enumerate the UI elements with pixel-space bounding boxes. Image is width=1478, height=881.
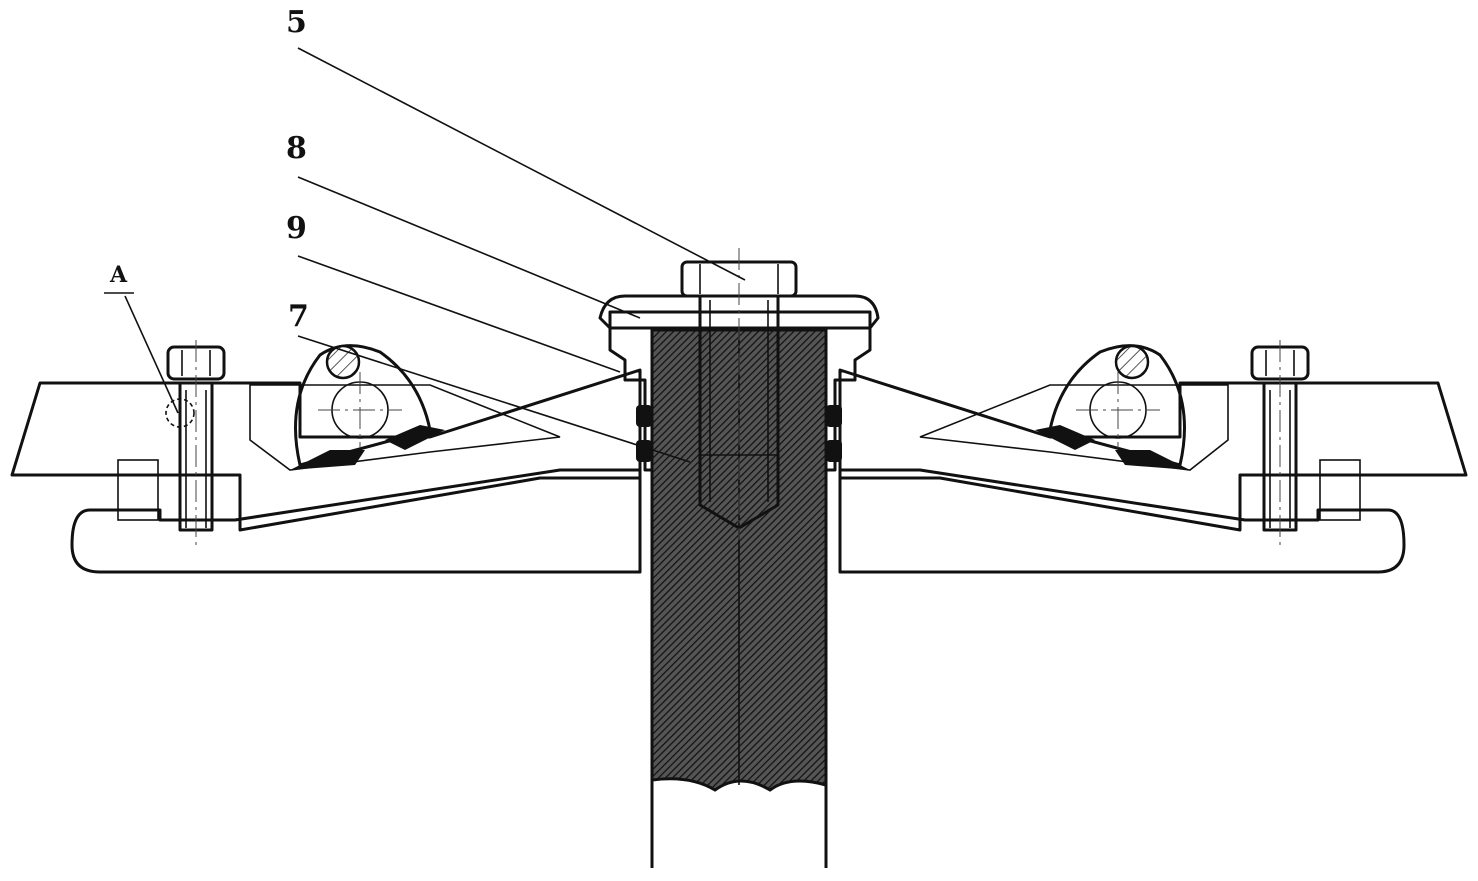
callout-5: 5 (286, 5, 307, 40)
left-seal-2 (385, 425, 445, 450)
callout-8: 8 (286, 131, 307, 166)
leader-A (125, 296, 178, 413)
o-ring-right-lower (826, 440, 842, 462)
callout-7: 7 (288, 299, 309, 334)
right-pin (1116, 346, 1148, 378)
right-seal-1 (1115, 450, 1190, 470)
callout-9: 9 (286, 211, 307, 246)
callout-A: A (109, 262, 128, 288)
leader-5 (298, 48, 745, 280)
o-ring-left-upper (636, 405, 652, 427)
o-ring-right-upper (826, 405, 842, 427)
left-lower-arm (72, 470, 640, 572)
left-seal-1 (290, 450, 365, 470)
leader-7 (298, 336, 690, 462)
o-ring-left-lower (636, 440, 652, 462)
right-seal-2 (1035, 425, 1095, 450)
